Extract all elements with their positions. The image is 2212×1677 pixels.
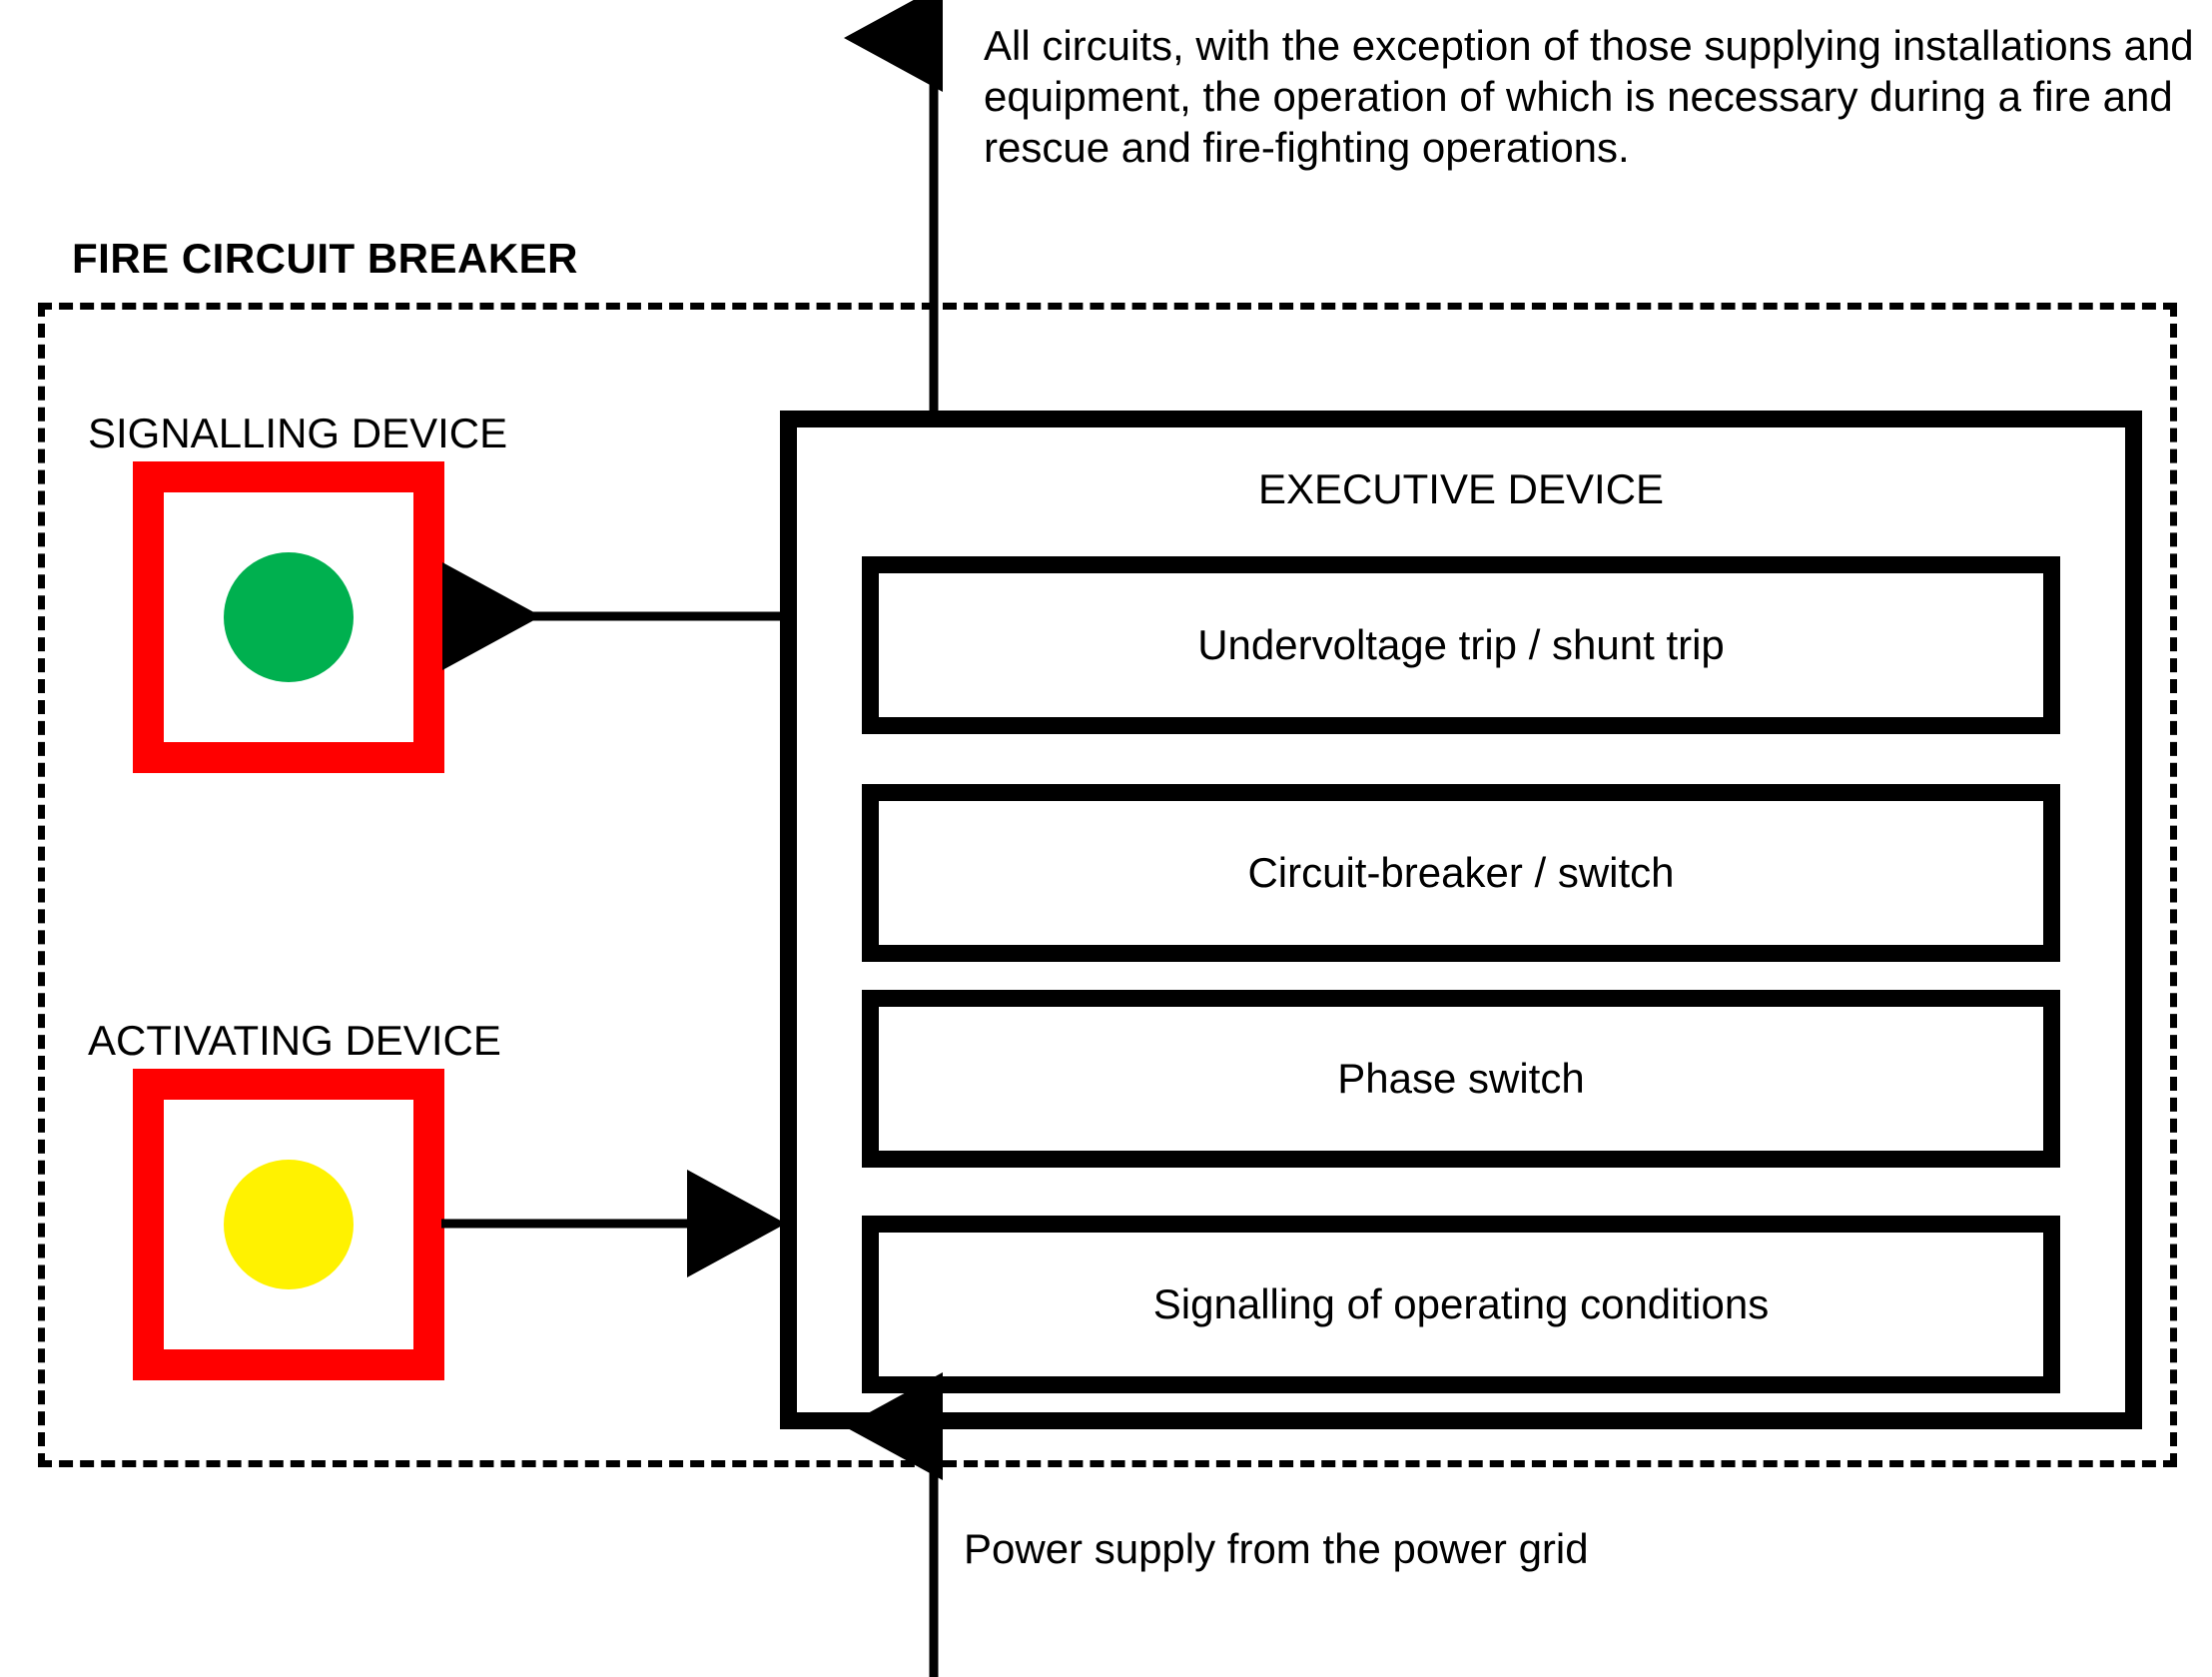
green-indicator-lamp-icon [224,552,354,682]
module-circuit-breaker-switch[interactable]: Circuit-breaker / switch [862,784,2060,962]
module-phase-switch[interactable]: Phase switch [862,990,2060,1168]
module-label: Phase switch [1337,1055,1585,1102]
fire-circuit-breaker-boundary [38,303,2177,1467]
module-label: Signalling of operating conditions [1152,1280,1770,1327]
signalling-device-box[interactable] [133,461,444,773]
module-undervoltage-trip[interactable]: Undervoltage trip / shunt trip [862,556,2060,734]
activating-device-label: ACTIVATING DEVICE [88,1017,501,1064]
module-label: Circuit-breaker / switch [1247,849,1675,896]
enclosure-title: FIRE CIRCUIT BREAKER [72,235,579,282]
module-signalling-operating-conditions[interactable]: Signalling of operating conditions [862,1216,2060,1393]
executive-device-box[interactable]: EXECUTIVE DEVICE Undervoltage trip / shu… [780,411,2142,1429]
input-annotation: Power supply from the power grid [964,1525,1589,1572]
signalling-device-label: SIGNALLING DEVICE [88,410,508,456]
activating-device-box[interactable] [133,1069,444,1380]
output-annotation: All circuits, with the exception of thos… [984,22,2194,172]
module-label: Undervoltage trip / shunt trip [1197,621,1725,668]
yellow-indicator-lamp-icon [224,1160,354,1289]
executive-device-title: EXECUTIVE DEVICE [1257,465,1665,512]
